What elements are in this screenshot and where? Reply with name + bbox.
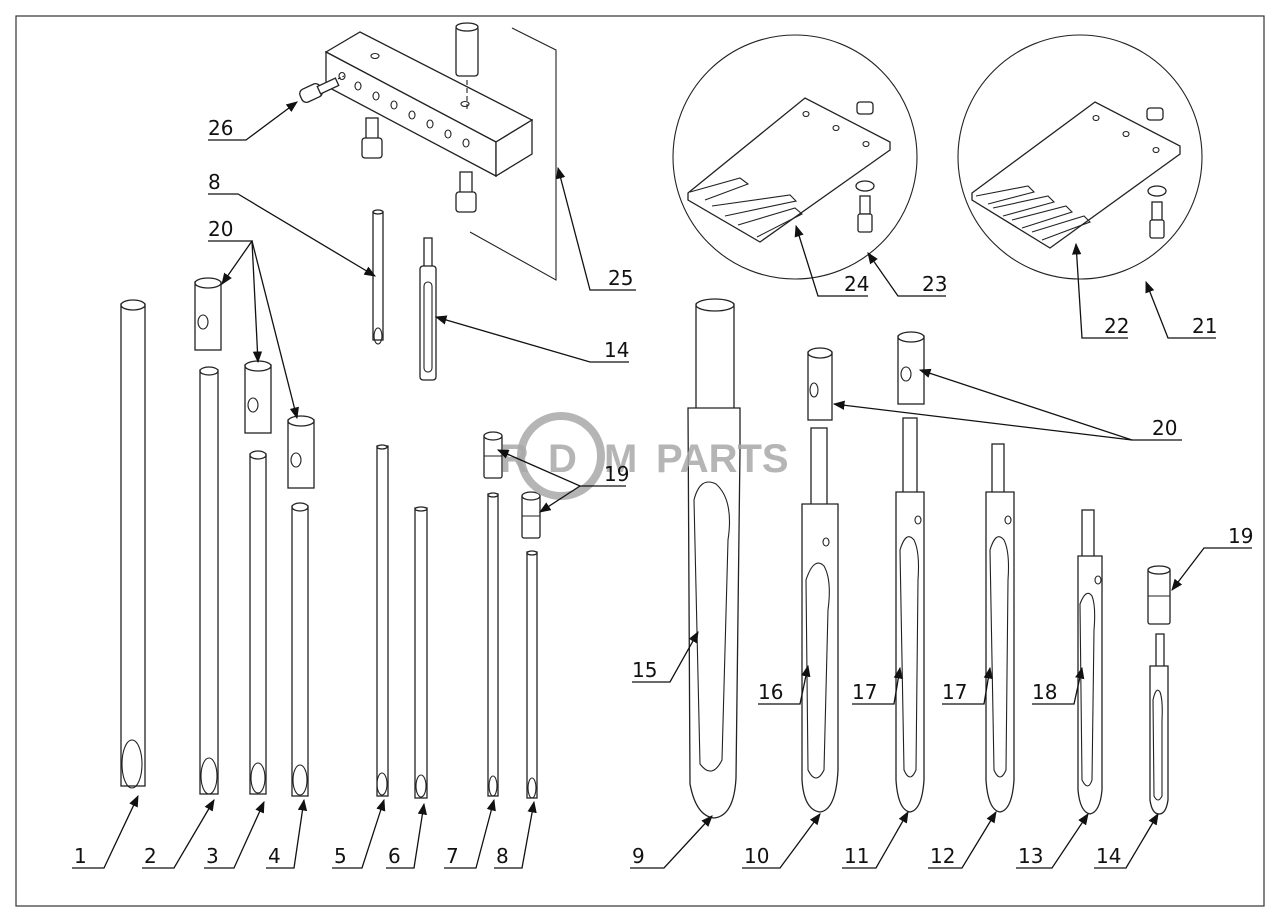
tube-13 xyxy=(1077,509,1103,815)
callout-21: 21 xyxy=(1192,314,1217,338)
callout-14-top: 14 xyxy=(604,338,629,362)
needle-3 xyxy=(249,450,267,795)
needle-14-lower xyxy=(1149,633,1169,815)
sleeve-20-3 xyxy=(287,415,315,489)
callout-19-right: 19 xyxy=(1228,524,1253,548)
drawing-frame xyxy=(15,15,1265,907)
needle-1 xyxy=(120,299,146,789)
callout-20-left: 20 xyxy=(208,217,233,241)
callout-9: 9 xyxy=(632,844,645,868)
sleeve-20-2 xyxy=(244,360,272,434)
callout-6: 6 xyxy=(388,844,401,868)
watermark-text: PARTS xyxy=(656,437,789,481)
callout-14-bottom: 14 xyxy=(1096,844,1121,868)
callout-20-right: 20 xyxy=(1152,416,1177,440)
callout-19-middle: 19 xyxy=(604,462,629,486)
callout-15: 15 xyxy=(632,658,657,682)
tube-10 xyxy=(801,427,839,813)
callout-4: 4 xyxy=(268,844,281,868)
tube-9 xyxy=(687,298,741,819)
collar-19-2 xyxy=(521,491,541,539)
callout-24: 24 xyxy=(844,272,869,296)
needle-14-upper xyxy=(419,237,437,381)
mounting-block xyxy=(324,31,534,178)
sleeve-20-5 xyxy=(897,331,925,405)
callout-17-b: 17 xyxy=(942,680,967,704)
socket-screw-left xyxy=(361,117,383,159)
block-pin xyxy=(455,22,479,110)
socket-screw-right xyxy=(455,171,477,213)
needle-4 xyxy=(291,502,309,797)
callout-18: 18 xyxy=(1032,680,1057,704)
sleeve-20-4 xyxy=(807,347,833,421)
hex-bolt-26 xyxy=(299,75,345,103)
rdm-watermark: R D M PARTS xyxy=(500,412,789,500)
callout-26: 26 xyxy=(208,116,233,140)
needle-2 xyxy=(199,366,219,795)
callout-8-top: 8 xyxy=(208,170,221,194)
callout-8-bottom: 8 xyxy=(496,844,509,868)
tube-11 xyxy=(895,417,925,813)
callout-1: 1 xyxy=(74,844,87,868)
watermark-letter-r: R xyxy=(500,437,529,481)
callout-3: 3 xyxy=(206,844,219,868)
needle-5 xyxy=(376,444,389,797)
watermark-letter-m: M xyxy=(604,437,637,481)
callout-23: 23 xyxy=(922,272,947,296)
needle-8 xyxy=(526,550,538,799)
callout-22: 22 xyxy=(1104,314,1129,338)
callout-10: 10 xyxy=(744,844,769,868)
needle-7 xyxy=(487,492,499,797)
callout-17-a: 17 xyxy=(852,680,877,704)
callout-12: 12 xyxy=(930,844,955,868)
callout-16: 16 xyxy=(758,680,783,704)
sleeve-20-1 xyxy=(194,277,222,351)
needle-6 xyxy=(414,506,428,799)
collar-19-3 xyxy=(1147,565,1171,625)
callout-11: 11 xyxy=(844,844,869,868)
callout-5: 5 xyxy=(334,844,347,868)
callout-25: 25 xyxy=(608,266,633,290)
callout-13: 13 xyxy=(1018,844,1043,868)
pin-8-upper xyxy=(372,209,384,345)
callout-2: 2 xyxy=(144,844,157,868)
detail-23 xyxy=(672,34,918,280)
callout-7: 7 xyxy=(446,844,459,868)
callout-labels: 26 8 20 14 25 24 23 22 21 19 20 19 15 16… xyxy=(74,116,1253,868)
collar-19-1 xyxy=(483,431,503,479)
block-outline-25 xyxy=(469,27,557,281)
tube-12 xyxy=(985,443,1015,813)
leader-lines xyxy=(72,101,1252,869)
detail-21 xyxy=(957,34,1203,280)
